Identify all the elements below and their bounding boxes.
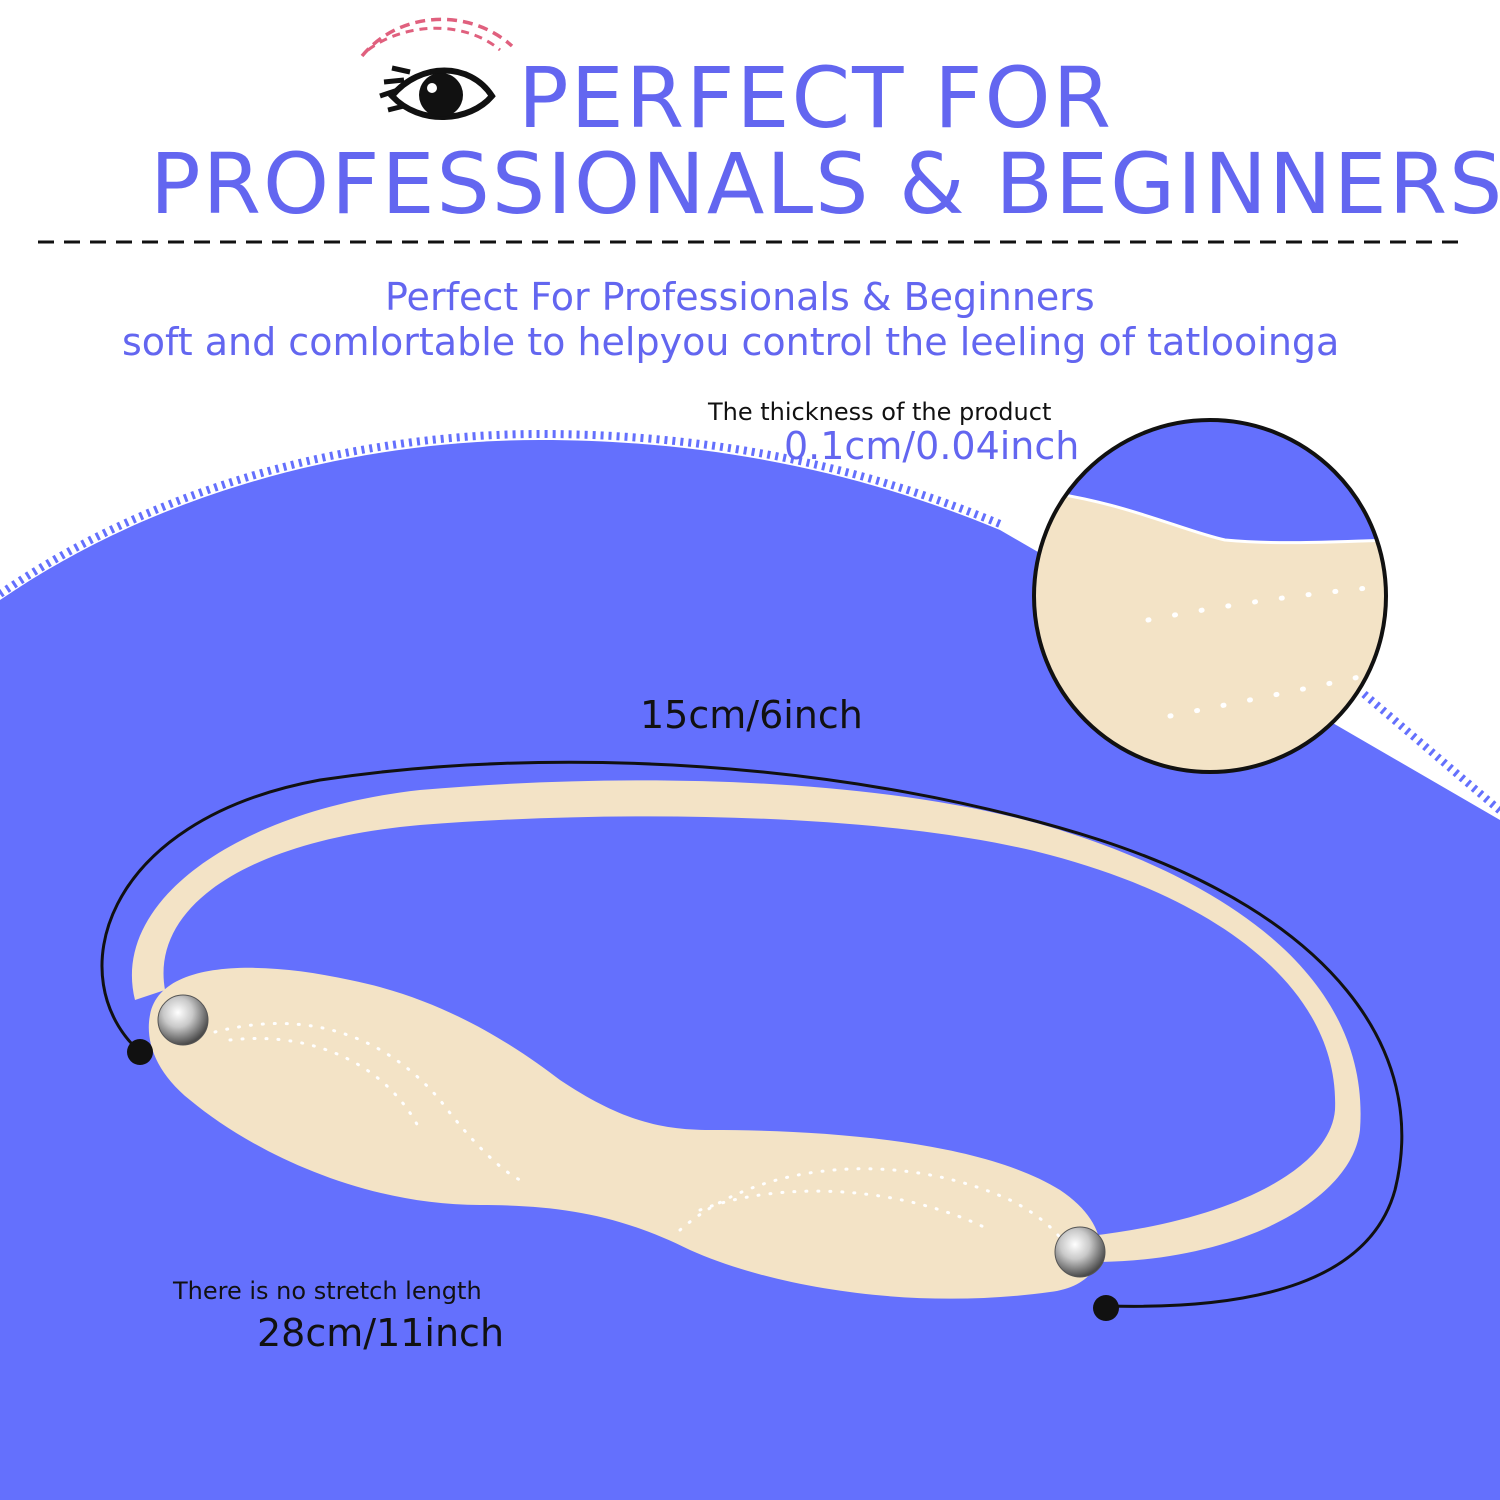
- thickness-value: 0.1cm/0.04inch: [784, 424, 1080, 468]
- page-title-line2: PROFESSIONALS & BEGINNERS: [150, 135, 1500, 233]
- strap-band: [131, 780, 1361, 1262]
- background-blob-edge-right: [1361, 690, 1500, 816]
- background-blob-edge: [0, 429, 1002, 598]
- tagline-line2: soft and comlortable to helpyou control …: [122, 320, 1340, 364]
- tagline-line1: Perfect For Professionals & Beginners: [385, 275, 1095, 319]
- thickness-zoom-circle: [1032, 418, 1388, 774]
- rivet-left: [157, 994, 209, 1046]
- measure-endpoint-right: [1093, 1295, 1119, 1321]
- eye-icon: [360, 17, 514, 120]
- measure-endpoint-left: [127, 1039, 153, 1065]
- length-label: There is no stretch length: [173, 1277, 482, 1305]
- width-measure-value: 15cm/6inch: [640, 693, 863, 737]
- width-measure-line: [100, 760, 1404, 1308]
- page-title-line1: PERFECT FOR: [518, 49, 1113, 147]
- perforation-dots: [213, 1022, 1077, 1267]
- eye-shield: [148, 967, 1101, 1299]
- thickness-label: The thickness of the product: [708, 398, 1052, 426]
- rivet-right: [1054, 1226, 1106, 1278]
- length-value: 28cm/11inch: [257, 1311, 505, 1355]
